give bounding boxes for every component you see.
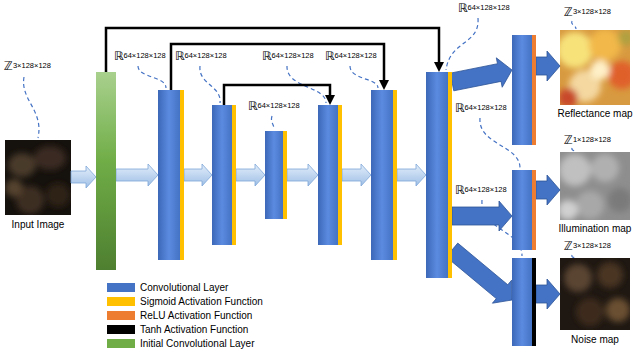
legend-entry: Convolutional Layer bbox=[107, 281, 195, 294]
tensor-shape-label: ℤ3×128×128 bbox=[564, 240, 611, 252]
legend-swatch bbox=[107, 339, 135, 348]
output-conv-layer bbox=[512, 35, 536, 145]
leader-line bbox=[138, 66, 166, 88]
output-conv-layer: ℝ64×128×128 bbox=[512, 258, 536, 346]
tensor-shape-label: ℝ64×128×128 bbox=[455, 184, 507, 196]
tensor-shape-label: ℝ64×128×128 bbox=[262, 50, 314, 62]
output-map: ℤ3×128×128Reflectance map bbox=[560, 30, 630, 105]
legend-label: Sigmoid Activation Function bbox=[140, 295, 263, 308]
initial-conv-layer bbox=[96, 72, 116, 270]
leader-line bbox=[24, 77, 39, 138]
leader-line bbox=[271, 116, 274, 129]
legend-entry: ReLU Activation Function bbox=[107, 309, 219, 322]
output-arrow bbox=[452, 201, 512, 231]
output-arrow bbox=[446, 243, 512, 303]
reflectance-photo bbox=[560, 30, 630, 105]
illumination-photo bbox=[560, 152, 630, 220]
output-arrow bbox=[536, 279, 560, 309]
legend-entry: Tanh Activation Function bbox=[107, 323, 215, 336]
output-conv-layer: ℝ64×128×128 bbox=[512, 170, 536, 250]
output-arrow bbox=[536, 51, 560, 81]
tensor-shape-label: ℤ3×128×128 bbox=[564, 6, 611, 18]
tensor-shape-label: ℝ64×128×128 bbox=[455, 102, 507, 114]
tensor-shape-label: ℝ64×128×128 bbox=[248, 100, 300, 112]
data-flow-arrow bbox=[342, 164, 371, 186]
tensor-shape-label: ℝ64×128×128 bbox=[325, 50, 377, 62]
data-flow-arrow bbox=[287, 164, 318, 186]
legend-label: Convolutional Layer bbox=[140, 281, 228, 294]
output-map: ℤ3×128×128Noise map bbox=[560, 258, 630, 330]
data-flow-arrow bbox=[236, 164, 265, 186]
leader-line bbox=[200, 66, 220, 103]
map-caption: Illumination map bbox=[559, 223, 632, 235]
tensor-shape-label: ℤ3×128×128 bbox=[4, 60, 51, 72]
map-caption: Input Image bbox=[12, 219, 65, 231]
legend-label: ReLU Activation Function bbox=[140, 309, 252, 322]
leader-line bbox=[572, 21, 576, 29]
legend-swatch bbox=[107, 311, 135, 320]
data-flow-arrow bbox=[397, 164, 426, 186]
data-flow-arrow bbox=[116, 164, 158, 186]
output-map: ℤ1×128×128Illumination map bbox=[560, 152, 630, 220]
input-photo bbox=[5, 140, 71, 215]
legend-label: Tanh Activation Function bbox=[140, 323, 248, 336]
leader-line bbox=[572, 148, 575, 152]
input-image: ℤ3×128×128Input Image bbox=[5, 140, 71, 215]
conv-layer: ℝ64×128×128 bbox=[158, 90, 184, 260]
data-flow-arrow bbox=[71, 166, 96, 188]
conv-layer: ℝ64×128×128 bbox=[212, 105, 236, 245]
leader-line bbox=[572, 255, 575, 258]
legend-swatch bbox=[107, 297, 135, 306]
conv-layer: ℝ64×128×128 bbox=[318, 105, 342, 245]
legend-entry: Sigmoid Activation Function bbox=[107, 295, 230, 308]
skip-connection bbox=[106, 28, 439, 72]
conv-layer: ℝ64×128×128 bbox=[426, 72, 452, 278]
conv-layer: ℝ64×128×128 bbox=[265, 131, 287, 219]
tensor-shape-label: ℤ1×128×128 bbox=[564, 134, 611, 146]
legend-label: Initial Convolutional Layer bbox=[140, 337, 255, 350]
legend-swatch bbox=[107, 283, 135, 292]
tensor-shape-label: ℝ64×128×128 bbox=[114, 50, 166, 62]
legend-swatch bbox=[107, 325, 135, 334]
output-arrow bbox=[536, 175, 560, 205]
leader-line bbox=[446, 18, 478, 70]
legend-entry: Initial Convolutional Layer bbox=[107, 337, 222, 350]
tensor-shape-label: ℝ64×128×128 bbox=[175, 50, 227, 62]
map-caption: Reflectance map bbox=[557, 108, 632, 120]
conv-layer: ℝ64×128×128 bbox=[371, 90, 397, 260]
skip-connection bbox=[171, 44, 384, 90]
noise-photo bbox=[560, 258, 630, 330]
map-caption: Noise map bbox=[571, 334, 619, 346]
leader-line bbox=[350, 66, 378, 88]
data-flow-arrow bbox=[184, 164, 212, 186]
tensor-shape-label: ℝ64×128×128 bbox=[458, 2, 510, 14]
output-arrow bbox=[450, 58, 512, 91]
